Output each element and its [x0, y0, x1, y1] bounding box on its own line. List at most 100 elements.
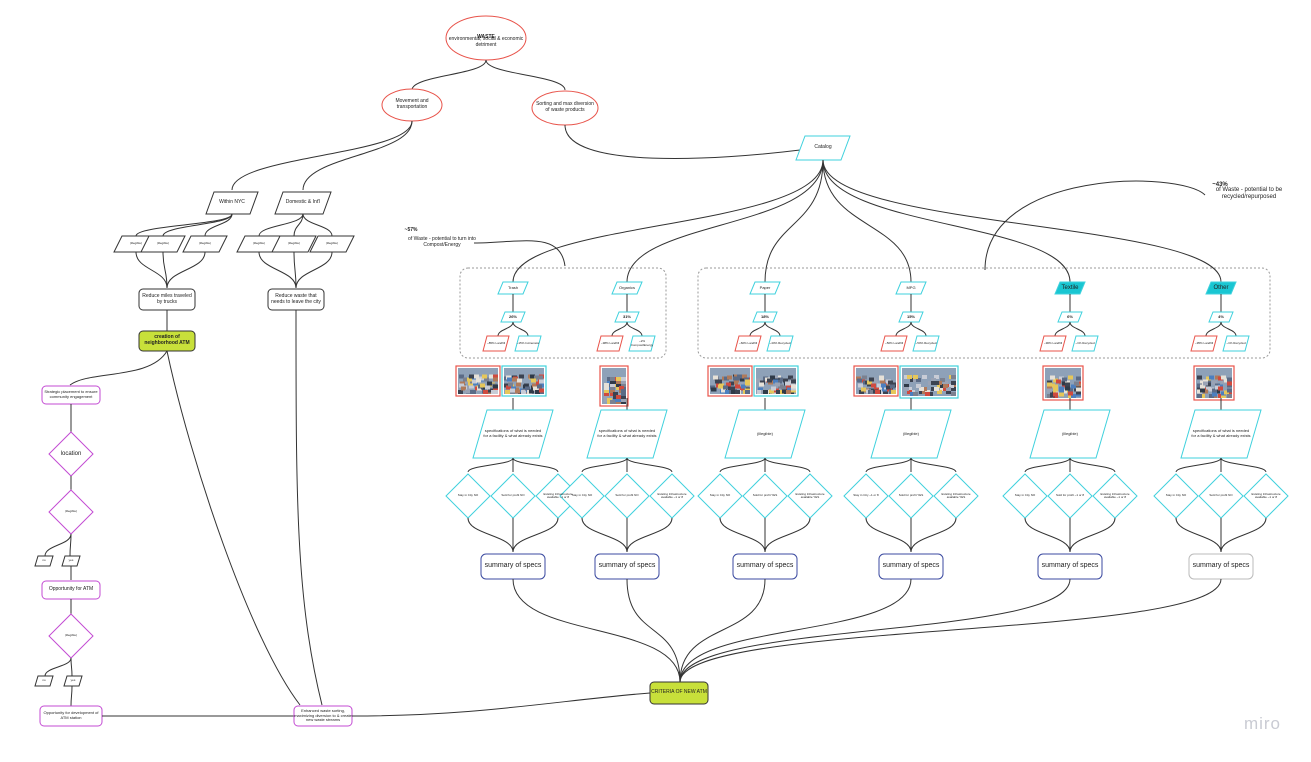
small-box — [271, 235, 317, 253]
callout-right-label: of Waste - potential to be recycled/repu… — [1215, 187, 1283, 200]
movement-label: Movement and transportation — [395, 98, 429, 110]
landfill-label-0: ~85% Landfill — [486, 340, 506, 345]
connector — [679, 578, 1222, 683]
diverted-label-4: ~1% Recycled — [1075, 340, 1095, 345]
connector — [865, 457, 912, 473]
summary-label-3: summary of specs — [882, 562, 940, 570]
connector — [69, 350, 168, 386]
criteria-label-0-2: Existing Infrastructure available ~1 or … — [543, 491, 573, 499]
connector — [910, 321, 927, 337]
connector — [162, 251, 168, 289]
category-box — [749, 281, 781, 295]
criteria-label-2-0: Stay in City NO — [709, 493, 731, 498]
photo-diverted-0 — [504, 368, 544, 394]
landfill-box — [1190, 335, 1218, 352]
connector — [295, 309, 323, 706]
yes-label: yes — [68, 558, 74, 563]
connector — [166, 350, 301, 706]
connector — [581, 517, 628, 553]
criteria-label-5-0: Stay in City NO — [1165, 493, 1187, 498]
landfill-box — [1039, 335, 1067, 352]
creation-label: creation of neighborhood ATM — [144, 334, 190, 346]
strategic-label: Strategic placement to ensure community … — [44, 389, 98, 399]
connector — [611, 321, 628, 337]
percent-box — [898, 311, 924, 323]
connector — [626, 159, 824, 283]
connector — [1069, 457, 1116, 473]
percent-box — [1208, 311, 1234, 323]
connector — [135, 213, 233, 237]
photo-landfill-1 — [602, 368, 626, 404]
connector — [467, 457, 514, 473]
connector — [497, 321, 514, 337]
connector — [679, 578, 912, 683]
connector — [166, 251, 206, 289]
catalog-label: Catalog — [814, 144, 832, 151]
connector — [135, 251, 168, 289]
small-box — [309, 235, 355, 253]
category-label-2: Paper — [759, 284, 771, 290]
connector — [258, 213, 304, 237]
connector — [512, 517, 559, 553]
landfill-box — [734, 335, 762, 352]
connector — [293, 213, 304, 237]
connector — [764, 517, 811, 553]
decision-label-2: (illegible) — [64, 633, 77, 638]
location-label: location — [60, 450, 82, 457]
category-box — [895, 281, 927, 295]
opportunity-label: Opportunity for ATM — [48, 586, 94, 593]
small-box-label: (illegible) — [325, 241, 338, 246]
diverted-label-1: ~2% Compost/Energy — [630, 339, 654, 347]
photo-landfill-3 — [856, 368, 896, 394]
miro-watermark: miro — [1243, 714, 1281, 733]
connector — [70, 685, 73, 707]
within-nyc-box — [205, 191, 259, 215]
connector — [1069, 517, 1116, 553]
criteria-label-4-1: Sold for profit ~1 or 8 — [1055, 493, 1085, 498]
reduce-waste-label: Reduce waste that needs to leave the cit… — [271, 292, 321, 305]
diverted-box — [912, 335, 940, 352]
landfill-box — [482, 335, 510, 352]
percent-label-4: 6% — [1067, 313, 1073, 319]
spec-box — [1180, 409, 1262, 459]
landfill-box — [596, 335, 624, 352]
opportunity-dev-label: Opportunity for development of ATM stati… — [43, 710, 99, 720]
connector — [162, 213, 233, 237]
root-subtitle: environmental, social & economic detrime… — [448, 36, 524, 48]
connector — [1024, 517, 1071, 553]
connector — [258, 251, 297, 289]
connector — [70, 657, 73, 677]
category-box — [1205, 281, 1237, 295]
diverted-box — [766, 335, 794, 352]
connector — [302, 213, 333, 237]
landfill-label-5: ~95% Landfill — [1194, 340, 1214, 345]
percent-label-5: 4% — [1218, 313, 1224, 319]
connector — [626, 578, 681, 683]
criteria-label-3-1: Sold for profit YES — [898, 493, 924, 498]
criteria-label-4-2: Existing Infrastructure available ~1 or … — [1100, 491, 1130, 499]
connector — [764, 159, 824, 283]
percent-label-1: 31% — [622, 313, 631, 319]
photo-landfill-4 — [1045, 368, 1081, 398]
criteria-label-0-0: Stay in City NO — [457, 493, 479, 498]
photo-diverted-3 — [902, 368, 956, 396]
catalog-box — [795, 135, 851, 161]
landfill-label-4: ~90% Landfill — [1043, 340, 1063, 345]
connector — [910, 517, 957, 553]
connector — [822, 159, 1222, 283]
connector — [1205, 321, 1222, 337]
connector — [302, 120, 413, 191]
summary-label-2: summary of specs — [736, 562, 794, 570]
category-label-5: Other — [1213, 284, 1229, 291]
connector — [865, 517, 912, 553]
connector — [626, 517, 673, 553]
criteria-label-1-0: Stay in City NO — [571, 493, 593, 498]
connector — [512, 159, 824, 283]
criteria-label-5-1: Sold for profit NO — [1209, 493, 1233, 498]
connector — [895, 321, 912, 337]
connector — [984, 180, 1206, 271]
connector — [44, 657, 72, 677]
spec-label-4: (illegible) — [1061, 430, 1078, 436]
spec-box — [472, 409, 554, 459]
photo-diverted-2 — [756, 368, 796, 394]
